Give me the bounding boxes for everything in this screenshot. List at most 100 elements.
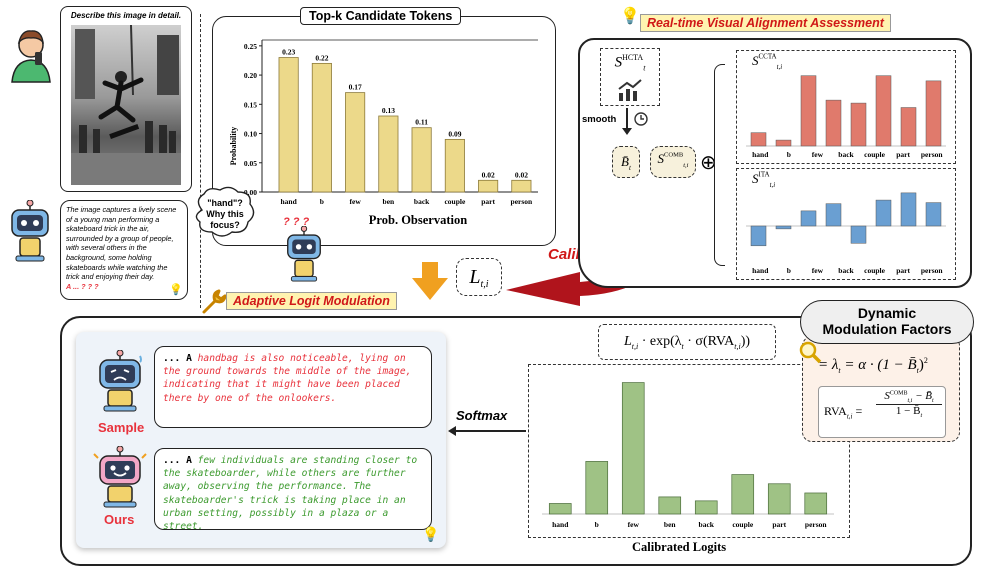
prob-bar: [278, 57, 299, 193]
ccta-chart-box: [736, 50, 956, 164]
fl-pre: = λ: [818, 357, 839, 373]
calib-bar: [767, 483, 791, 515]
prob-ytick-label: 0.05: [244, 159, 257, 168]
ita-bar: [900, 192, 917, 227]
fr-num-a: S: [884, 390, 890, 402]
prob-category-label: couple: [444, 197, 466, 206]
ccta-category-label: few: [812, 150, 824, 159]
oplus-symbol: ⊕: [700, 152, 717, 174]
prob-data-label: 0.02: [482, 170, 495, 179]
prob-category-label: person: [511, 197, 533, 206]
sample-label: Sample: [98, 420, 145, 435]
ours-bubble: ... A few individuals are standing close…: [154, 448, 432, 533]
prob-bar: [345, 92, 366, 193]
calib-bar: [658, 496, 682, 515]
image-bubble: Describe this image in detail.: [60, 6, 192, 192]
prob-category-label: ben: [383, 197, 396, 206]
smooth-label: smooth: [582, 114, 617, 125]
fm-pre: L: [623, 334, 632, 349]
prob-bar: [444, 138, 465, 193]
bbar-sub: t: [629, 164, 631, 173]
ccta-bar: [850, 102, 867, 147]
ccta-bar: [925, 80, 942, 147]
ours-label: Ours: [104, 512, 135, 527]
ours-body: few individuals are standing closer to t…: [163, 455, 418, 533]
prob-data-label: 0.23: [282, 48, 295, 57]
rva-bracket: [714, 64, 725, 266]
prob-ytick-label: 0.20: [244, 71, 257, 80]
fr-num-sup: COMB: [889, 390, 908, 397]
prob-chart-xlabel: Prob. Observation: [369, 213, 467, 227]
ita-category-label: person: [921, 266, 943, 275]
ita-bar: [925, 202, 942, 227]
ccta-base: S: [752, 53, 759, 68]
ccta-bar: [875, 75, 892, 147]
magnifier-icon: [798, 340, 822, 369]
fr-lhs-sub: t,i: [846, 412, 853, 421]
user-prompt: Describe this image in detail.: [70, 11, 182, 20]
calib-bar: [585, 461, 609, 515]
ccta-bar: [800, 75, 817, 147]
calib-category-label: part: [772, 520, 786, 529]
ita-bar: [875, 199, 892, 227]
softmax-label: Softmax: [456, 408, 508, 423]
prob-chart-ylabel: Probability: [229, 127, 238, 166]
prob-data-label: 0.13: [382, 106, 395, 115]
caption-bubble: The image captures a lively scene of a y…: [60, 200, 188, 300]
fr-eq: =: [852, 404, 863, 418]
formula-main-box: Lt,i · exp(λt · σ(RVAt,i)): [598, 324, 776, 360]
calib-bar: [804, 492, 828, 515]
wrench-icon: [200, 288, 228, 321]
calib-category-label: few: [628, 520, 640, 529]
logit-symbol-sub: t,i: [480, 279, 489, 291]
prob-ytick-label: 0.00: [244, 188, 257, 197]
ccta-bar: [750, 132, 767, 147]
user-avatar: [8, 28, 54, 84]
calibrated-chart-box: [528, 364, 850, 538]
dmf-title: Dynamic Modulation Factors: [822, 305, 952, 337]
hcta-box: SHCTAt: [600, 48, 660, 106]
fm-post: )): [740, 334, 751, 349]
prob-chart: Probability Prob. Observation 0.00 0.05 0.…: [229, 39, 538, 227]
smooth-arrow: [626, 108, 628, 130]
question-marks: ? ? ?: [283, 216, 310, 228]
calib-category-label: back: [699, 520, 715, 529]
ccta-label: SCCTAt,i: [752, 52, 782, 72]
ita-sup: ITA: [758, 170, 770, 179]
ita-label: SITAt,i: [752, 170, 775, 190]
down-arrow-orange: [412, 262, 448, 305]
ccta-category-label: b: [787, 150, 791, 159]
ita-base: S: [752, 171, 759, 186]
sample-robot-icon: [92, 349, 148, 417]
caption-tail: A ... ? ? ?: [66, 281, 99, 291]
ccta-category-label: couple: [864, 150, 886, 159]
robot-icon-left: [6, 199, 54, 262]
prob-bar: [311, 62, 332, 193]
rva-title: Real-time Visual Alignment Assessment: [640, 14, 891, 32]
fm-mid: · exp(λ: [638, 334, 682, 349]
softmax-arrow: [454, 430, 526, 432]
calib-category-label: person: [805, 520, 827, 529]
softmax-arrow-head: [448, 426, 456, 436]
smooth-arrow-head: [622, 128, 632, 135]
fl-sup: 2: [923, 356, 928, 365]
ita-category-label: part: [896, 266, 910, 275]
comb-box: SCOMBt,i: [650, 146, 696, 178]
fr-den: 1 − B̄: [895, 405, 921, 418]
fm-sub3: t,i: [734, 341, 741, 351]
calib-category-label: couple: [732, 520, 754, 529]
ccta-bar: [775, 139, 792, 147]
prob-data-label: 0.09: [448, 129, 461, 138]
prob-bar: [478, 179, 499, 193]
fr-num-sub: t,i: [907, 398, 913, 405]
prob-category-label: part: [481, 197, 495, 206]
prob-category-label: back: [414, 197, 430, 206]
ita-category-label: b: [787, 266, 791, 275]
ccta-category-label: person: [921, 150, 943, 159]
ita-bar: [825, 203, 842, 227]
fl-mid: = α · (1 − B̄: [840, 357, 917, 373]
ita-category-label: hand: [752, 266, 769, 275]
ccta-category-label: part: [896, 150, 910, 159]
